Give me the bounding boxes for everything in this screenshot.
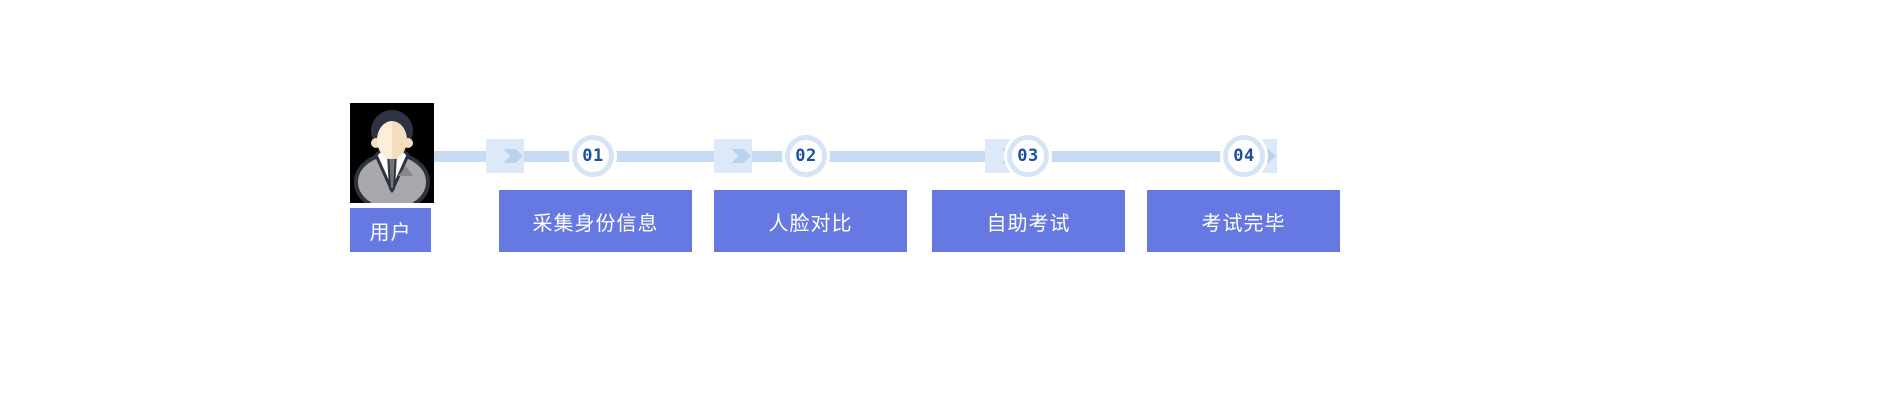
timeline-arrow-marker: [714, 139, 752, 173]
step-box-collect-identity: 采集身份信息: [499, 190, 692, 252]
user-label-box: 用户: [350, 208, 431, 252]
step-box-exam-finished: 考试完毕: [1147, 190, 1340, 252]
step-number-circle-1: 01: [572, 135, 614, 177]
arrow-right-icon: [731, 149, 751, 163]
step-number-circle-2: 02: [785, 135, 827, 177]
step-number: 03: [1017, 146, 1039, 166]
step-number: 02: [795, 146, 817, 166]
step-box-face-compare: 人脸对比: [714, 190, 907, 252]
step-number: 04: [1233, 146, 1255, 166]
step-label: 采集身份信息: [532, 210, 659, 235]
step-number-circle-3: 03: [1007, 135, 1049, 177]
step-number: 01: [582, 146, 604, 166]
step-box-self-exam: 自助考试: [932, 190, 1125, 252]
person-icon: [350, 103, 434, 212]
step-label: 自助考试: [986, 210, 1071, 235]
step-label: 考试完毕: [1201, 210, 1286, 235]
arrow-right-icon: [503, 149, 523, 163]
user-label: 用户: [369, 219, 412, 244]
user-avatar: [350, 103, 434, 212]
timeline-line: [434, 151, 1252, 162]
step-number-circle-4: 04: [1223, 135, 1265, 177]
timeline-arrow-marker: [486, 139, 524, 173]
step-label: 人脸对比: [768, 210, 853, 235]
